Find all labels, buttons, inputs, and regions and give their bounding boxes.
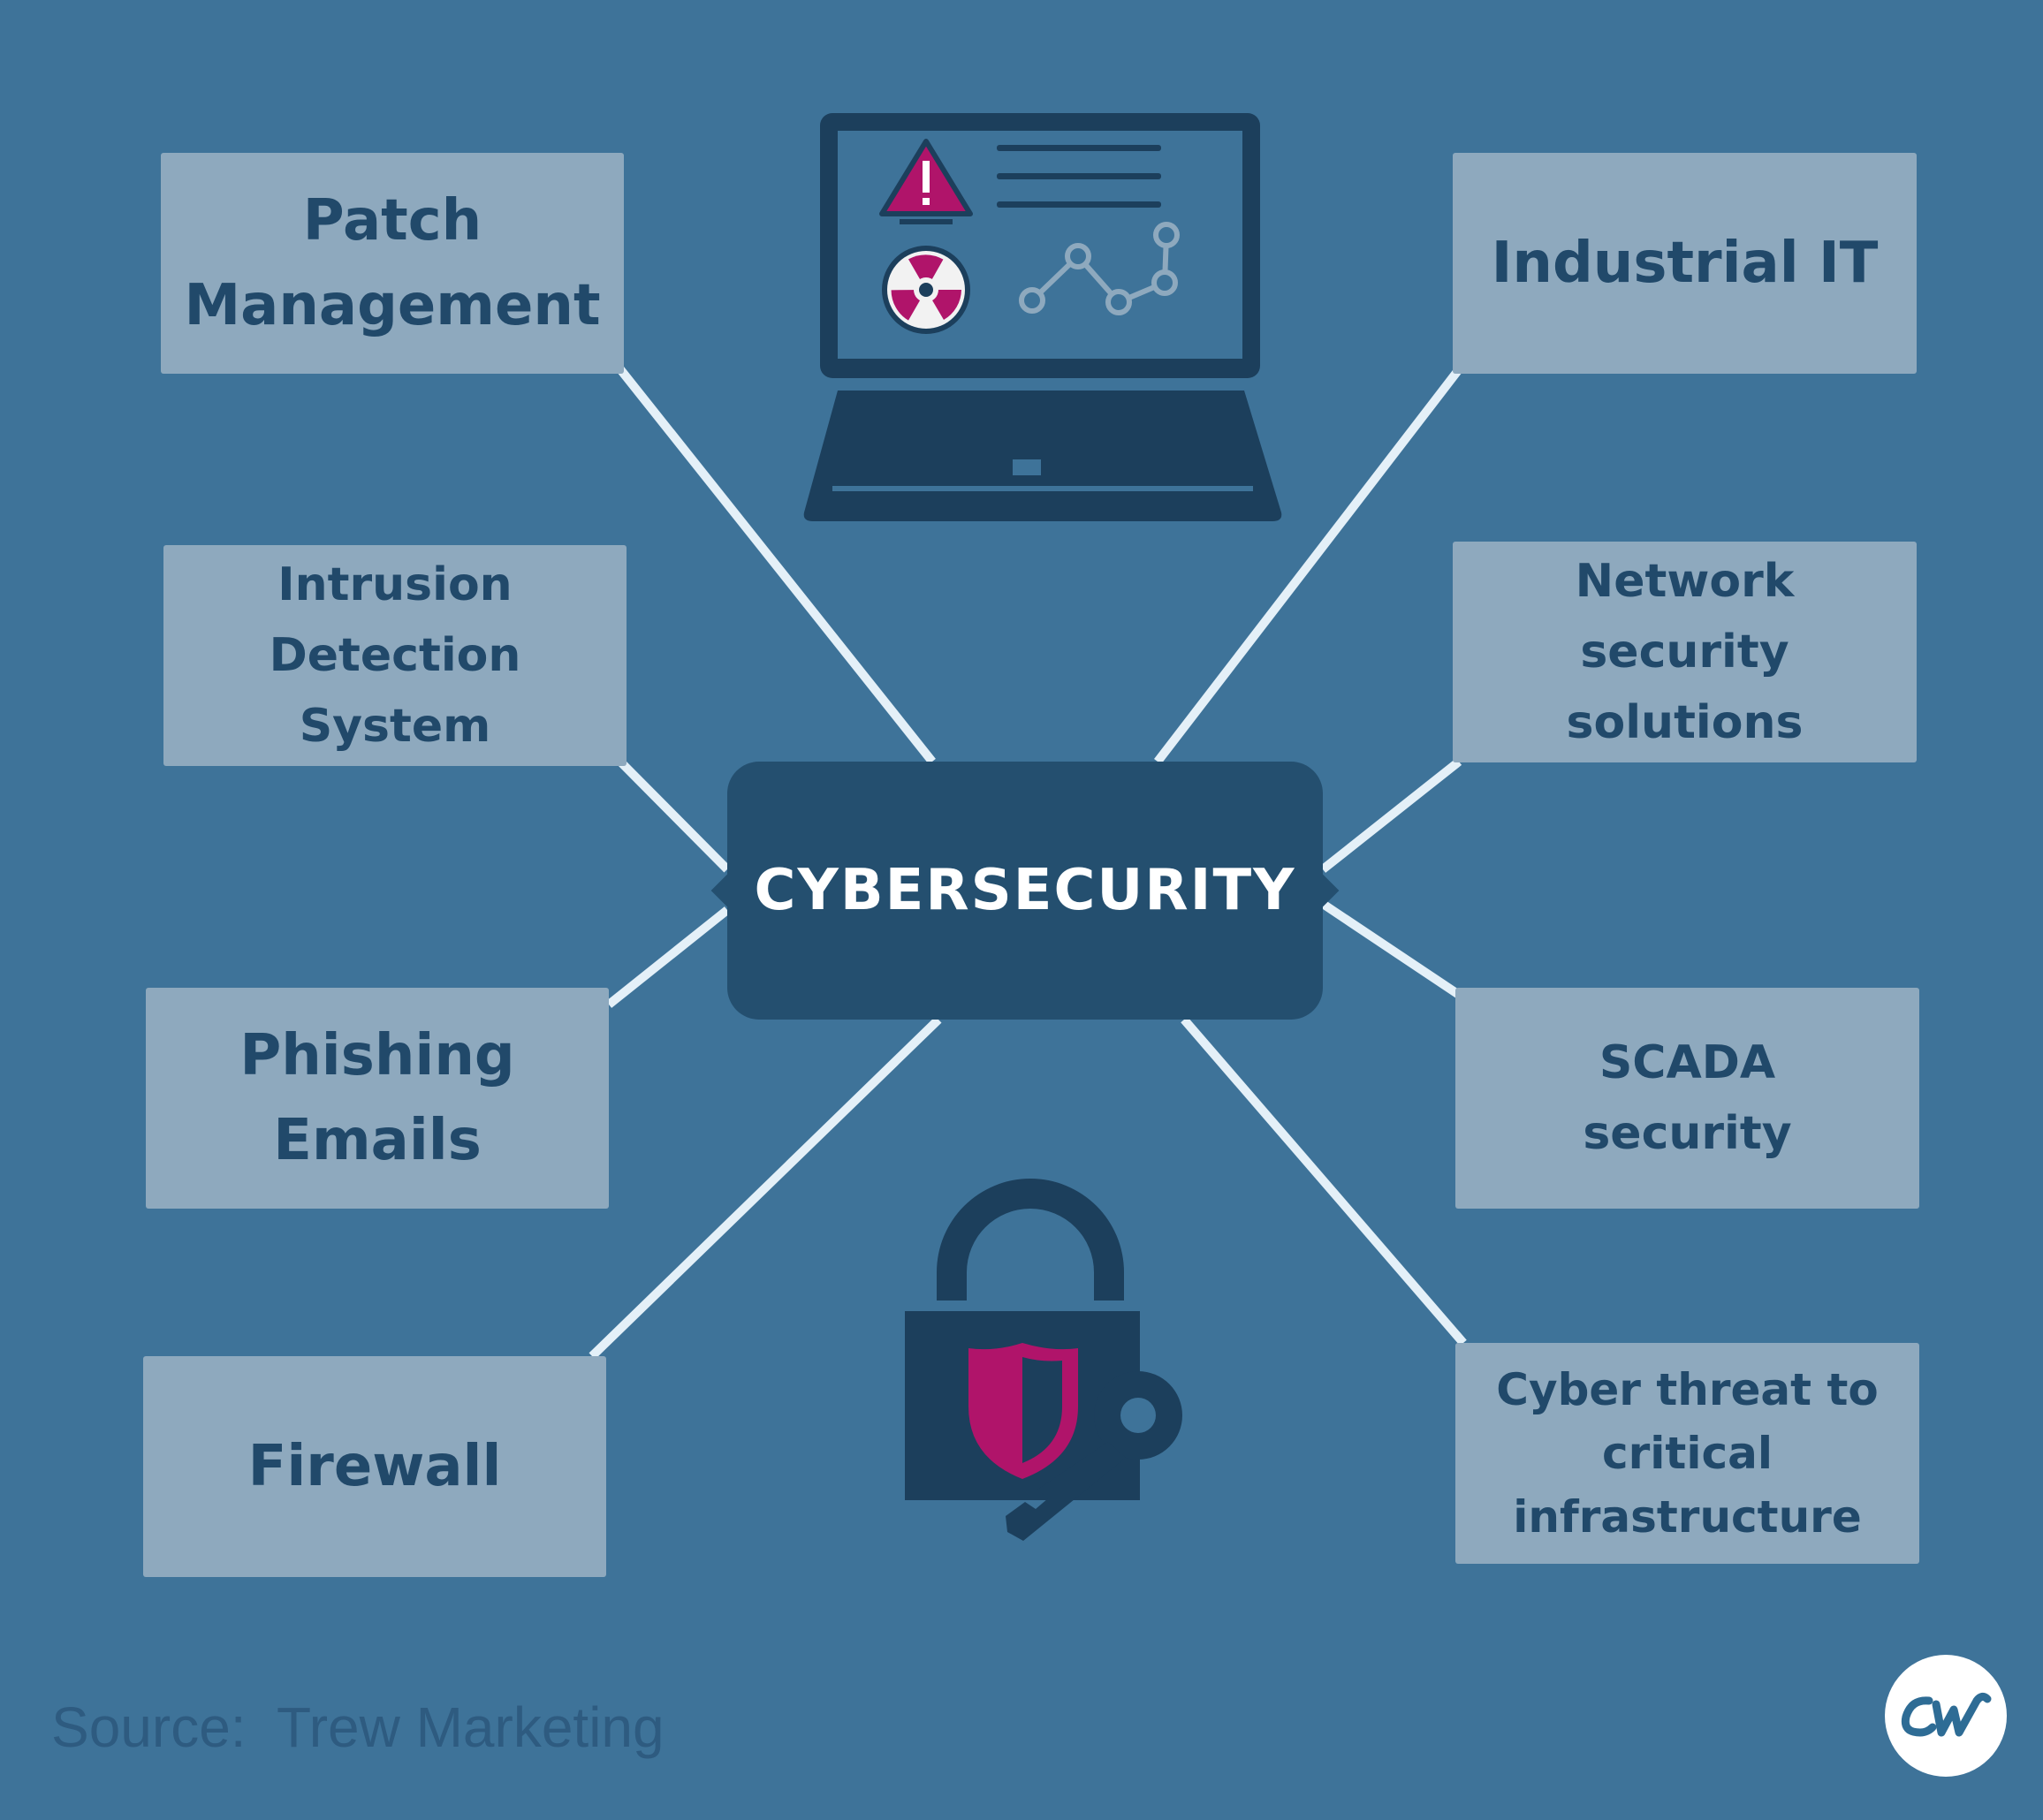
topic-label: Network security solutions xyxy=(1566,555,1804,749)
shield-icon xyxy=(968,1343,1078,1479)
connector-cyber-threat xyxy=(1181,1016,1467,1346)
connector-industrial-it xyxy=(1154,366,1462,765)
topic-industrial-it: Industrial IT xyxy=(1453,153,1917,374)
warning-icon xyxy=(879,139,973,224)
radiation-icon xyxy=(882,246,970,334)
key-icon xyxy=(1006,1371,1182,1541)
topic-label: Cyber threat to critical infrastructure xyxy=(1496,1364,1879,1543)
topic-scada-security: SCADA security xyxy=(1455,988,1919,1209)
cw-logo xyxy=(1885,1655,2007,1777)
topic-label: Patch Management xyxy=(184,188,601,338)
connector-patch-management xyxy=(617,366,936,765)
center-node: CYBERSECURITY xyxy=(727,762,1323,1020)
topic-firewall: Firewall xyxy=(143,1356,606,1577)
topic-cyber-threat: Cyber threat to critical infrastructure xyxy=(1455,1343,1919,1564)
topic-label: Firewall xyxy=(247,1434,502,1499)
connector-network-security xyxy=(1319,758,1462,873)
topic-network-security: Network security solutions xyxy=(1453,542,1917,762)
topic-label: Phishing Emails xyxy=(239,1023,515,1173)
connector-phishing-emails xyxy=(605,906,731,1008)
topic-phishing-emails: Phishing Emails xyxy=(146,988,609,1209)
laptop-icon xyxy=(803,113,1282,521)
topic-patch-management: Patch Management xyxy=(161,153,624,374)
topic-label: Intrusion Detection System xyxy=(269,558,521,753)
connector-scada-security xyxy=(1320,899,1462,999)
source-caption: Source: Trew Marketing xyxy=(51,1695,665,1759)
line-chart-icon xyxy=(1019,222,1180,315)
connector-firewall xyxy=(589,1016,942,1360)
topic-intrusion-detection: Intrusion Detection System xyxy=(163,545,627,766)
cw-logo-mark xyxy=(1901,1692,1992,1737)
topic-label: Industrial IT xyxy=(1491,231,1879,296)
padlock-icon xyxy=(905,1179,1182,1541)
connector-intrusion-detection xyxy=(617,758,731,873)
center-label: CYBERSECURITY xyxy=(754,858,1296,923)
topic-label: SCADA security xyxy=(1583,1036,1792,1160)
